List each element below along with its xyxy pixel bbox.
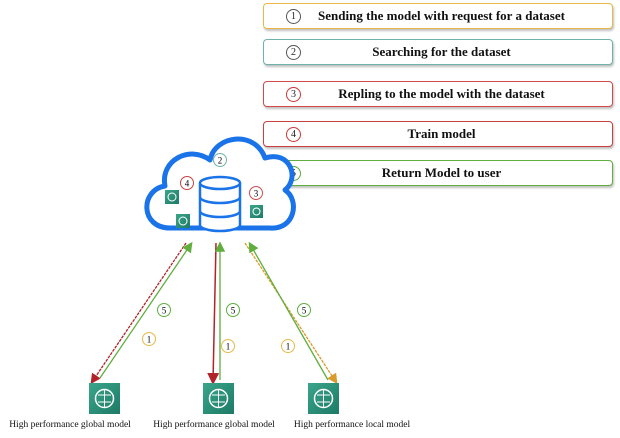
cloud-marker-4: 4: [180, 176, 194, 190]
brain-icon: [176, 214, 190, 228]
arrow-marker-middle-5: 5: [226, 303, 240, 317]
database-icon: [198, 175, 242, 233]
svg-text:1: 1: [226, 342, 231, 352]
svg-text:1: 1: [286, 342, 291, 352]
arrow-marker-right-5: 5: [297, 303, 311, 317]
step-1-box: 1 Sending the model with request for a d…: [263, 3, 613, 29]
step-4-number: 4: [286, 126, 301, 142]
arrows-left-client: [90, 241, 193, 385]
arrow-marker-left-5: 5: [157, 303, 171, 317]
step-2-label: Searching for the dataset: [372, 44, 511, 59]
client-left-label: High performance global model: [9, 420, 131, 430]
arrows-middle-client: [207, 241, 226, 385]
svg-text:5: 5: [302, 306, 307, 316]
client-right-label: High performance local model: [293, 420, 411, 430]
cloud-server: 2 4 3: [144, 136, 296, 233]
svg-text:2: 2: [218, 156, 223, 166]
cloud-marker-3: 3: [249, 186, 263, 200]
svg-text:4: 4: [185, 179, 190, 189]
arrow-marker-left-1: 1: [142, 332, 156, 346]
step-5-label: Return Model to user: [381, 165, 502, 180]
svg-text:5: 5: [162, 306, 167, 316]
step-3-box: 3 Repling to the model with the dataset: [263, 81, 613, 107]
svg-text:5: 5: [231, 306, 236, 316]
step-2-box: 2 Searching for the dataset: [263, 39, 613, 65]
client-middle-label: High performance global model: [153, 420, 275, 430]
cloud-marker-2: 2: [213, 153, 227, 167]
step-3-label: Repling to the model with the dataset: [338, 86, 545, 101]
svg-text:1: 1: [147, 335, 152, 345]
step-2-number: 2: [286, 44, 301, 60]
step-1-label: Sending the model with request for a dat…: [318, 8, 565, 23]
step-3-number: 3: [286, 86, 301, 102]
step-1-number: 1: [286, 8, 301, 24]
svg-text:3: 3: [254, 189, 259, 199]
client-right-brain-icon: [308, 383, 339, 414]
step-4-box: 4 Train model: [263, 121, 613, 147]
arrow-marker-middle-1: 1: [221, 339, 235, 353]
arrows-right-client: [244, 241, 338, 385]
arrow-marker-right-1: 1: [281, 339, 295, 353]
step-4-label: Train model: [407, 126, 476, 141]
client-middle-brain-icon: [203, 383, 234, 414]
client-left-brain-icon: [89, 383, 120, 414]
brain-icon: [165, 190, 179, 204]
brain-icon: [250, 205, 263, 218]
step-5-box: 5 Return Model to user: [263, 160, 613, 186]
